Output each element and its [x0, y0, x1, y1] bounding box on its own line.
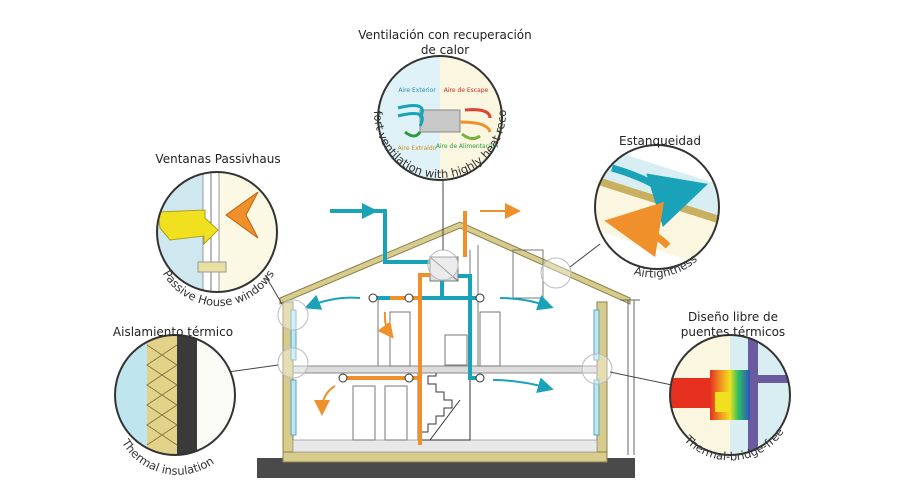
airflow-arrows [304, 203, 554, 416]
thermal-bridge-title: Diseño libre de puentes térmicos [668, 310, 798, 340]
ground-slab [257, 458, 635, 478]
airtightness-inset [594, 144, 720, 270]
ventilation-title-line2: de calor [420, 43, 470, 57]
airtightness-title: Estanqueidad [618, 134, 702, 148]
thermal-bridge-title-line1: Diseño libre de [687, 310, 779, 324]
cold-air-ducts [330, 209, 480, 380]
callout-markers [277, 249, 613, 385]
ventilation-title: Ventilación con recuperación de calor [355, 28, 535, 58]
house-envelope [279, 221, 631, 463]
callout-lines [227, 180, 673, 386]
air-valves [338, 293, 485, 383]
thermal-bridge-title-line2: puentes térmicos [680, 325, 786, 339]
insulation-inset [114, 334, 236, 456]
hrv-extract-air-label: Aire Extraído [398, 145, 437, 152]
wall-windows [290, 309, 600, 436]
hrv-supply-air-label: Aire de Alimentación [436, 143, 499, 150]
insulation-title: Aislamiento térmico [112, 325, 234, 339]
hrv-exhaust-air-label: Aire de Escape [444, 87, 489, 94]
staircase [419, 373, 471, 441]
windows-title: Ventanas Passivhaus [155, 152, 281, 166]
hrv-outdoor-air-label: Aire Exterior [398, 87, 436, 94]
ventilation-title-line1: Ventilación con recuperación [358, 28, 532, 42]
